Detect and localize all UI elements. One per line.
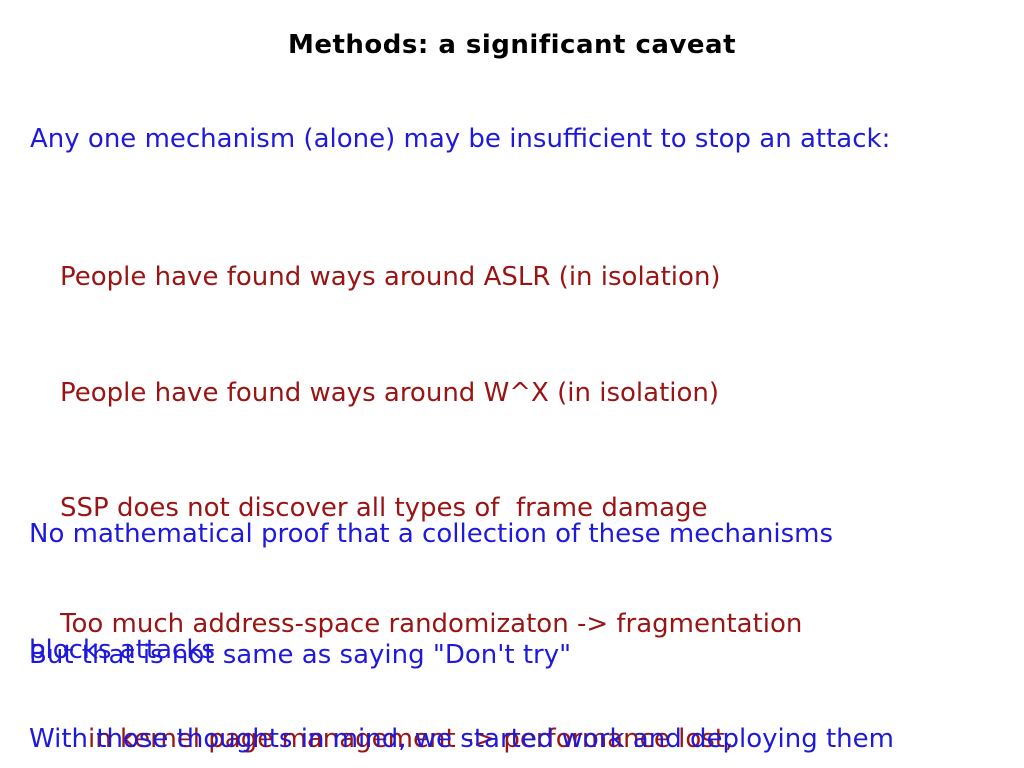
caveat-wxorx: People have found ways around W^X (in is… <box>60 377 720 408</box>
paragraph-dont-try-line1: But that is not same as saying "Don't tr… <box>29 640 572 670</box>
paragraph-deploy: With those thoughts in mind, we started … <box>29 643 894 768</box>
caveat-aslr: People have found ways around ASLR (in i… <box>60 262 721 292</box>
caveat-randomization: Too much address-space randomizaton -> f… <box>60 608 803 639</box>
intro-statement: Any one mechanism (alone) may be insuffi… <box>30 124 891 154</box>
slide-title: Methods: a significant caveat <box>287 30 737 60</box>
paragraph-no-proof-line2: blocks attacks <box>29 634 215 665</box>
caveat-list: People have found ways around ASLR (in i… <box>60 181 802 768</box>
paragraph-dont-try: But that is not same as saying "Don't tr… <box>29 559 571 752</box>
paragraph-no-proof-line1: No mathematical proof that a collection … <box>29 519 834 549</box>
paragraph-no-proof: No mathematical proof that a collection … <box>29 438 833 746</box>
caveat-ssp: SSP does not discover all types of frame… <box>60 493 708 523</box>
caveat-kernel-pages: in kernel page management -> performance… <box>88 724 734 754</box>
paragraph-deploy-line1: With those thoughts in mind, we started … <box>29 724 894 754</box>
